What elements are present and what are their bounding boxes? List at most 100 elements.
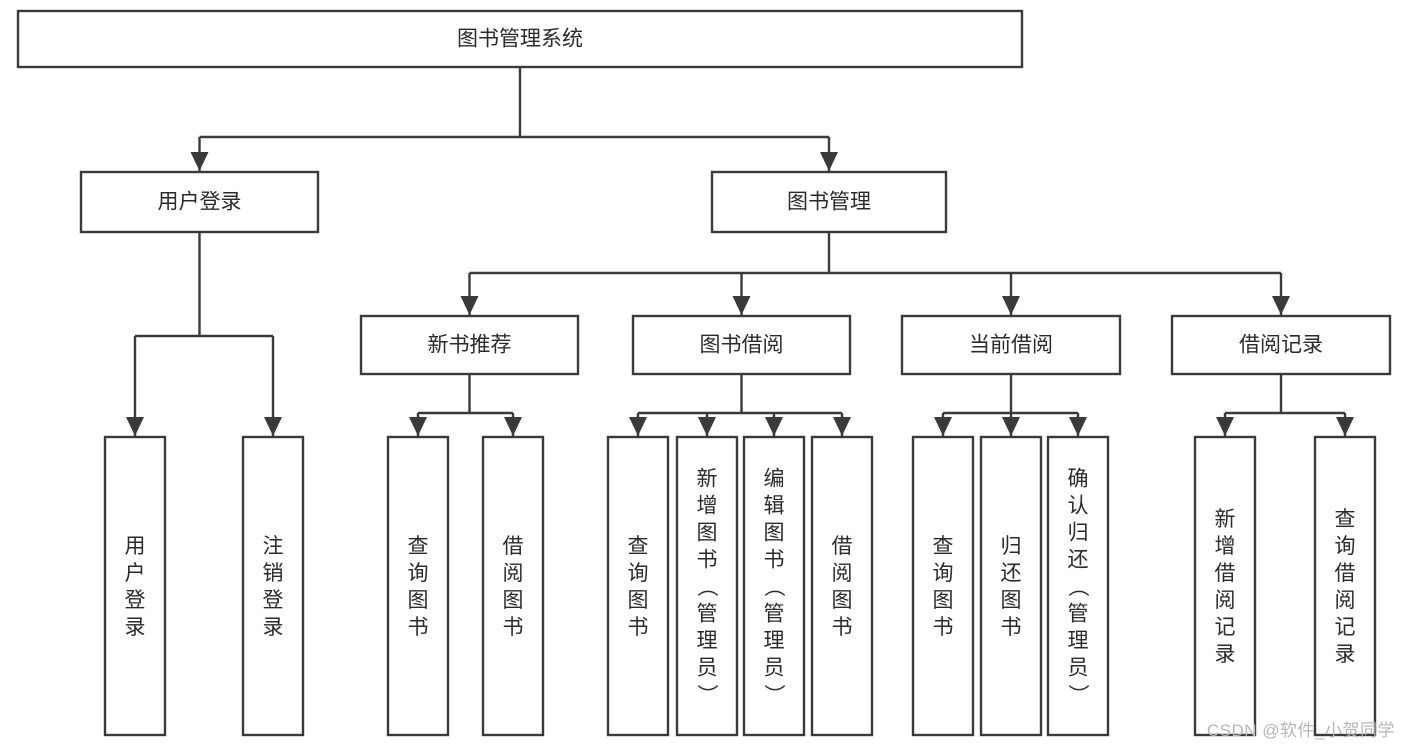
node-label-char: 认 (1068, 495, 1089, 518)
node-box-user-login (79, 170, 320, 234)
node-label-char: 理 (1068, 630, 1089, 653)
node-label-char: 注 (263, 535, 284, 558)
node-box-leaf-return-book (979, 435, 1043, 737)
node-box-leaf-query-book-2 (606, 435, 670, 737)
node-new-book-recommend[interactable]: 新书推荐 (359, 314, 580, 376)
node-label-char: 记 (1335, 616, 1356, 639)
node-label-char: 还 (1001, 562, 1022, 585)
node-label-char: 登 (125, 589, 146, 612)
node-book-manage[interactable]: 图书管理 (710, 170, 948, 234)
node-label-char: （ (762, 576, 785, 597)
node-box-leaf-query-record (1313, 435, 1377, 737)
arrow-head-icon (833, 417, 851, 436)
node-label-char: 图 (764, 522, 785, 545)
node-label-new-book-recommend: 新书推荐 (428, 334, 512, 357)
node-label-char: 图 (697, 522, 718, 545)
node-label-char: 询 (408, 562, 429, 585)
node-label-char: 增 (1215, 535, 1236, 558)
node-box-leaf-confirm-return (1046, 435, 1110, 737)
node-label-char: ） (1066, 684, 1089, 705)
node-label-char: 图 (1001, 589, 1022, 612)
node-label-char: 图 (628, 589, 649, 612)
node-leaf-user-login[interactable]: 用户登录 (103, 435, 167, 737)
node-root[interactable]: 图书管理系统 (16, 9, 1024, 69)
node-label-char: 书 (1001, 616, 1022, 639)
node-label-char: 阅 (832, 562, 853, 585)
arrow-head-icon (264, 417, 282, 436)
node-label-char: 书 (408, 616, 429, 639)
node-label-char: 员 (1068, 657, 1089, 680)
csdn-watermark: CSDN @软件_小贺同学 (1206, 721, 1395, 740)
node-user-login[interactable]: 用户登录 (79, 170, 320, 234)
node-box-borrow-record (1170, 314, 1392, 376)
node-label-char: 管 (697, 603, 718, 626)
node-box-leaf-borrow-book-1 (481, 435, 545, 737)
node-label-char: 书 (628, 616, 649, 639)
node-borrow-record[interactable]: 借阅记录 (1170, 314, 1392, 376)
node-label-char: 增 (697, 495, 718, 518)
node-label-char: 确 (1068, 468, 1089, 491)
node-label-char: 新 (697, 468, 718, 491)
arrow-head-icon (1216, 417, 1234, 436)
node-label-char: 借 (1335, 562, 1356, 585)
arrow-head-icon (732, 296, 751, 315)
arrow-head-icon (1272, 296, 1290, 315)
node-label-char: 还 (1068, 549, 1089, 572)
node-box-leaf-user-login (103, 435, 167, 737)
node-label-char: 辑 (764, 495, 785, 518)
node-label-char: 查 (933, 535, 954, 558)
edges-layer (126, 67, 1354, 436)
node-label-char: 借 (503, 535, 524, 558)
node-label-char: 查 (1335, 508, 1356, 531)
node-box-leaf-edit-book (742, 435, 806, 737)
node-label-char: 借 (832, 535, 853, 558)
node-label-char: ） (695, 684, 718, 705)
node-label-char: 归 (1001, 535, 1022, 558)
node-label-char: 录 (1335, 643, 1356, 666)
node-label-char: 员 (697, 657, 718, 680)
node-book-borrow[interactable]: 图书借阅 (631, 314, 852, 376)
node-label-char: 图 (832, 589, 853, 612)
arrow-head-icon (190, 152, 209, 171)
node-label-book-borrow: 图书借阅 (700, 334, 784, 357)
node-label-char: （ (695, 576, 718, 597)
arrow-head-icon (934, 417, 952, 436)
arrow-head-icon (629, 417, 647, 436)
arrow-head-icon (1002, 417, 1020, 436)
node-label-char: 记 (1215, 616, 1236, 639)
node-label-char: 户 (125, 562, 146, 585)
node-label-char: 销 (263, 562, 284, 585)
node-label-borrow-record: 借阅记录 (1239, 334, 1323, 357)
node-label-char: 阅 (503, 562, 524, 585)
node-label-char: 询 (628, 562, 649, 585)
node-label-char: 书 (697, 549, 718, 572)
node-label-char: 用 (125, 535, 146, 558)
node-label-char: 书 (933, 616, 954, 639)
arrow-head-icon (1002, 296, 1020, 315)
node-label-char: 查 (408, 535, 429, 558)
arrow-head-icon (460, 296, 479, 315)
node-label-char: 员 (764, 657, 785, 680)
arrow-head-icon (765, 417, 783, 436)
node-label-char: 录 (263, 616, 284, 639)
node-label-char: 归 (1068, 522, 1089, 545)
node-label-char: 书 (503, 616, 524, 639)
node-label-char: 理 (764, 630, 785, 653)
node-box-book-manage (710, 170, 948, 234)
node-label-root: 图书管理系统 (457, 28, 583, 51)
node-current-borrow[interactable]: 当前借阅 (900, 314, 1122, 376)
node-box-leaf-add-record (1193, 435, 1257, 737)
